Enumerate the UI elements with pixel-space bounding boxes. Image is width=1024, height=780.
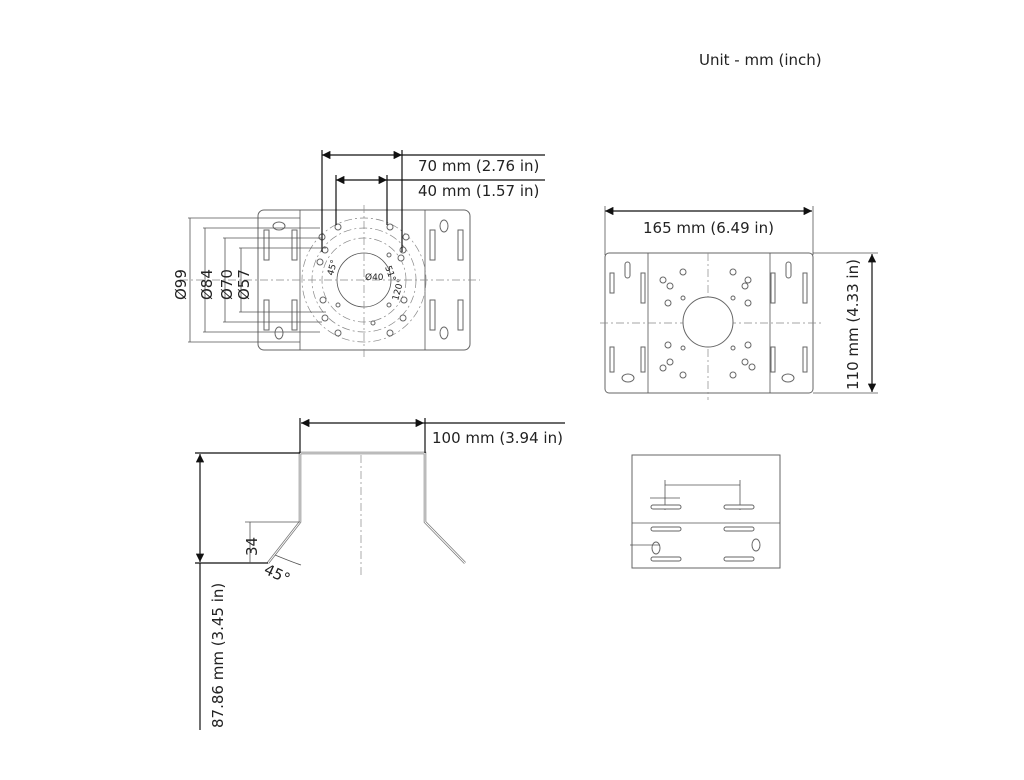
flange-34: 34 [243,537,261,556]
height-110: 110 mm (4.33 in) [844,259,862,390]
angle-45-side: 45° [261,560,293,588]
width-165: 165 mm (6.49 in) [643,219,774,237]
diameter-70: Ø70 [218,269,236,300]
bottom-view [630,454,781,569]
dim-70: 70 mm (2.76 in) [418,157,539,175]
unit-label: Unit - mm (inch) [699,51,822,69]
top-view: 70 mm (2.76 in) 40 mm (1.57 in) Ø99 Ø84 … [172,150,545,360]
diameter-99: Ø99 [172,269,190,300]
width-100: 100 mm (3.94 in) [432,429,563,447]
front-view: 165 mm (6.49 in) 110 mm (4.33 in) [600,206,878,400]
side-view: 100 mm (3.94 in) 87.86 mm (3.45 in) 34 4… [195,418,565,730]
diameter-57: Ø57 [235,269,253,300]
diameter-84: Ø84 [198,269,216,300]
height-87: 87.86 mm (3.45 in) [209,583,227,728]
diameter-40: Ø40 [365,272,384,283]
angle-45: 45° [326,259,340,277]
dim-40: 40 mm (1.57 in) [418,182,539,200]
